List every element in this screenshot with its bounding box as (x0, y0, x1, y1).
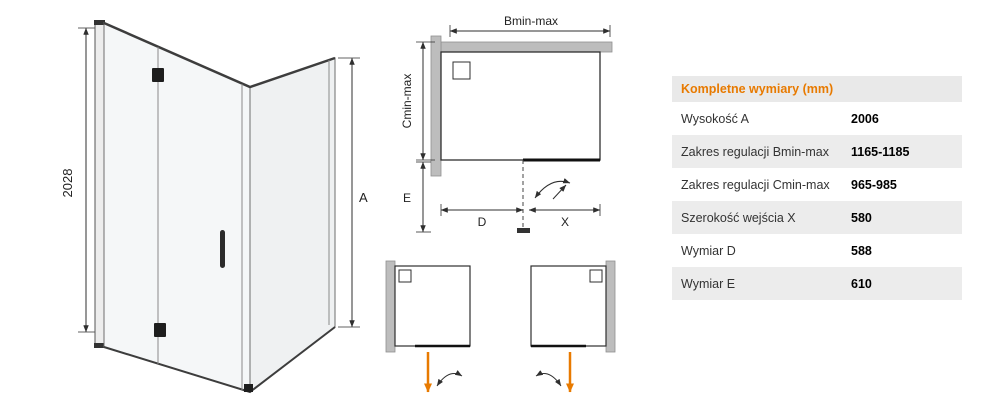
bottom-guide (244, 384, 253, 392)
b-dimension-label: Bmin-max (504, 14, 558, 28)
handle-plan (517, 228, 530, 233)
top-frame (103, 21, 336, 89)
table-row: Zakres regulacji Bmin-max 1165-1185 (672, 135, 962, 168)
row-value: 580 (851, 210, 872, 225)
corner-marker (398, 269, 412, 283)
x-dimension-label: X (561, 215, 569, 229)
row-value: 588 (851, 243, 872, 258)
side-glass-panel (249, 57, 336, 394)
hinge-bottom-icon (154, 323, 166, 337)
swing-arrow (535, 370, 562, 387)
door-handle (220, 230, 225, 268)
x-dimension: X (528, 204, 601, 229)
height-letter-label: A (359, 190, 368, 205)
table-row: Szerokość wejścia X 580 (672, 201, 962, 234)
height-dimension-2028: 2028 (60, 27, 98, 333)
swing-arrow (436, 370, 463, 387)
variant-right-view (530, 260, 616, 393)
c-dimension-label: Cmin-max (400, 74, 414, 129)
e-dimension-label: E (403, 191, 411, 205)
b-dimension (449, 25, 611, 37)
table-row: Wymiar D 588 (672, 234, 962, 267)
e-dimension: E (403, 161, 431, 233)
door-swing-arc (534, 178, 571, 199)
corner-marker (589, 269, 603, 283)
table-row: Wysokość A 2006 (672, 102, 962, 135)
row-value: 2006 (851, 111, 879, 126)
height-value-label: 2028 (60, 169, 75, 198)
row-label: Wymiar D (681, 243, 736, 258)
wall-strip (605, 260, 616, 353)
row-label: Zakres regulacji Cmin-max (681, 177, 830, 192)
c-dimension: Cmin-max (400, 41, 435, 161)
table-row: Zakres regulacji Cmin-max 965-985 (672, 168, 962, 201)
door-swing-arrow (552, 184, 567, 200)
dimensions-table: Kompletne wymiary (mm) Wysokość A 2006 Z… (672, 76, 962, 300)
wall-strip (385, 260, 396, 353)
hinge-top-icon (152, 68, 164, 82)
plan-view: Bmin-max Cmin-max E (400, 14, 613, 233)
wall-profile-left (94, 20, 105, 348)
row-label: Wymiar E (681, 276, 736, 291)
table-title: Kompletne wymiary (mm) (672, 76, 962, 102)
d-dimension-label: D (478, 215, 487, 229)
wall-left (430, 35, 442, 177)
row-label: Wysokość A (681, 111, 749, 126)
row-label: Zakres regulacji Bmin-max (681, 144, 829, 159)
corner-marker (452, 61, 471, 80)
d-dimension: D (440, 204, 524, 229)
row-label: Szerokość wejścia X (681, 210, 796, 225)
row-value: 965-985 (851, 177, 897, 192)
wall-top (440, 41, 613, 53)
table-row: Wymiar E 610 (672, 267, 962, 300)
front-isometric-view: 2028 A (60, 20, 368, 394)
row-value: 1165-1185 (851, 144, 910, 159)
variant-left-view (385, 260, 471, 393)
height-dimension-a: A (338, 57, 368, 328)
row-value: 610 (851, 276, 872, 291)
